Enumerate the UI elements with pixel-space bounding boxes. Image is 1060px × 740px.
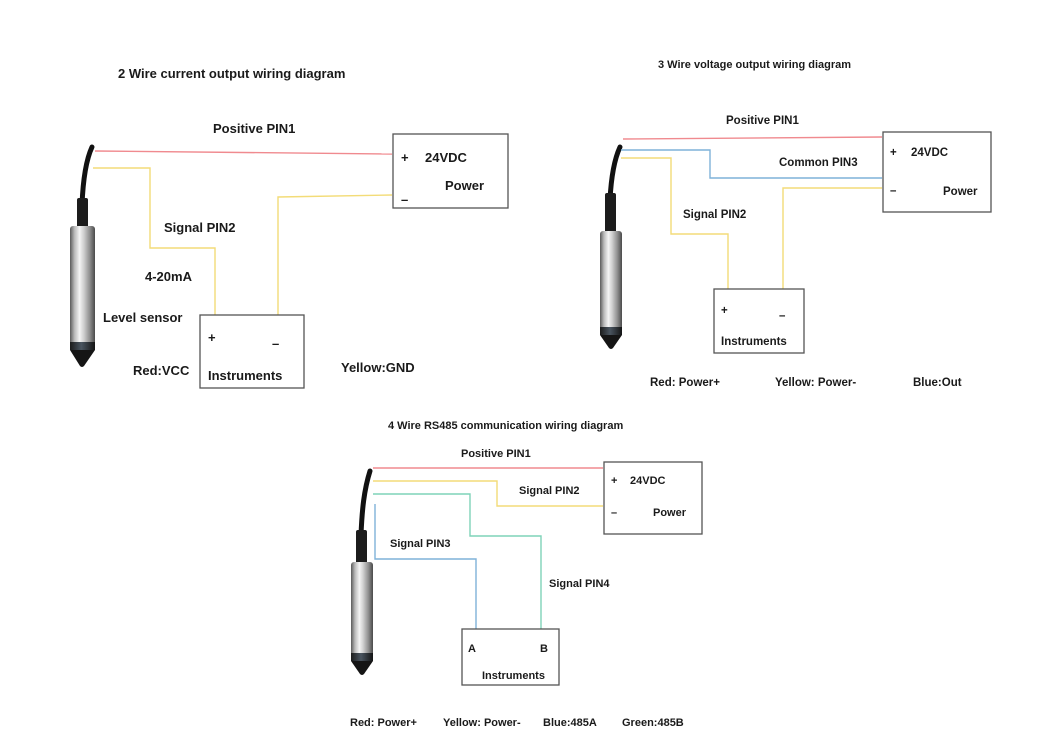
diagram-2wire: 2 Wire current output wiring diagram Pos… xyxy=(70,66,509,389)
wire-yellow-ground xyxy=(277,194,393,316)
power-label: Power xyxy=(445,178,484,193)
signal-pin2-label: Signal PIN2 xyxy=(683,209,746,221)
wire-red xyxy=(622,136,883,140)
power-supply-box: + 24VDC Power – xyxy=(882,131,992,213)
wire-yellow-signal xyxy=(621,157,729,289)
level-sensor-probe-icon xyxy=(351,468,373,675)
positive-pin1-label: Positive PIN1 xyxy=(726,115,799,127)
instrument-box: + – Instruments xyxy=(199,314,305,389)
level-sensor-probe-icon xyxy=(600,144,623,349)
diagram-4wire: 4 Wire RS485 communication wiring diagra… xyxy=(350,420,703,729)
wire-yellow xyxy=(373,480,603,507)
wire-blue xyxy=(374,504,477,630)
power-voltage-label: 24VDC xyxy=(911,147,948,159)
power-plus-terminal: + xyxy=(890,147,897,159)
legend-red: Red: Power+ xyxy=(350,717,417,729)
power-plus-terminal: + xyxy=(611,475,617,487)
power-minus-terminal: – xyxy=(401,192,408,207)
signal-pin4-label: Signal PIN4 xyxy=(549,578,610,590)
positive-pin1-label: Positive PIN1 xyxy=(213,121,295,136)
power-minus-terminal: – xyxy=(611,507,617,519)
wire-blue-common xyxy=(621,149,882,179)
wire-red xyxy=(94,150,393,155)
legend-yellow: Yellow: Power- xyxy=(775,377,856,389)
legend-blue: Blue:Out xyxy=(913,377,962,389)
legend-green: Green:485B xyxy=(622,717,684,729)
power-label: Power xyxy=(653,507,687,519)
instrument-minus-terminal: – xyxy=(272,336,279,351)
instrument-plus-terminal: + xyxy=(208,330,216,345)
current-range-label: 4-20mA xyxy=(145,269,193,284)
diagram-2wire-title: 2 Wire current output wiring diagram xyxy=(118,66,345,81)
diagram-4wire-title: 4 Wire RS485 communication wiring diagra… xyxy=(388,420,623,432)
power-supply-box: + 24VDC Power – xyxy=(392,133,509,209)
common-pin3-label: Common PIN3 xyxy=(779,157,858,169)
power-minus-terminal: – xyxy=(890,185,897,197)
power-voltage-label: 24VDC xyxy=(425,150,468,165)
instruments-label: Instruments xyxy=(721,336,787,348)
instrument-a-terminal: A xyxy=(468,643,476,655)
wire-yellow-signal xyxy=(93,167,216,316)
instruments-label: Instruments xyxy=(208,368,282,383)
level-sensor-label: Level sensor xyxy=(103,310,183,325)
power-voltage-label: 24VDC xyxy=(630,475,666,487)
legend-red: Red: Power+ xyxy=(650,377,720,389)
instrument-box: A B Instruments xyxy=(461,628,560,686)
level-sensor-probe-icon xyxy=(70,144,95,367)
diagram-3wire-title: 3 Wire voltage output wiring diagram xyxy=(658,59,851,71)
legend-yellow: Yellow: Power- xyxy=(443,717,521,729)
legend-yellow: Yellow:GND xyxy=(341,360,415,375)
wire-green xyxy=(373,493,542,630)
instrument-box: + – Instruments xyxy=(713,288,805,354)
power-label: Power xyxy=(943,186,978,198)
signal-pin2-label: Signal PIN2 xyxy=(519,485,580,497)
instrument-b-terminal: B xyxy=(540,643,548,655)
instruments-label: Instruments xyxy=(482,670,545,682)
diagram-3wire: 3 Wire voltage output wiring diagram Pos… xyxy=(600,59,992,389)
instrument-minus-terminal: – xyxy=(779,310,786,322)
positive-pin1-label: Positive PIN1 xyxy=(461,448,531,460)
signal-pin2-label: Signal PIN2 xyxy=(164,220,236,235)
signal-pin3-label: Signal PIN3 xyxy=(390,538,451,550)
power-plus-terminal: + xyxy=(401,150,409,165)
legend-red: Red:VCC xyxy=(133,363,190,378)
legend-blue: Blue:485A xyxy=(543,717,597,729)
power-supply-box: + 24VDC Power – xyxy=(603,461,703,535)
instrument-plus-terminal: + xyxy=(721,305,728,317)
wire-yellow-ground xyxy=(782,187,882,289)
